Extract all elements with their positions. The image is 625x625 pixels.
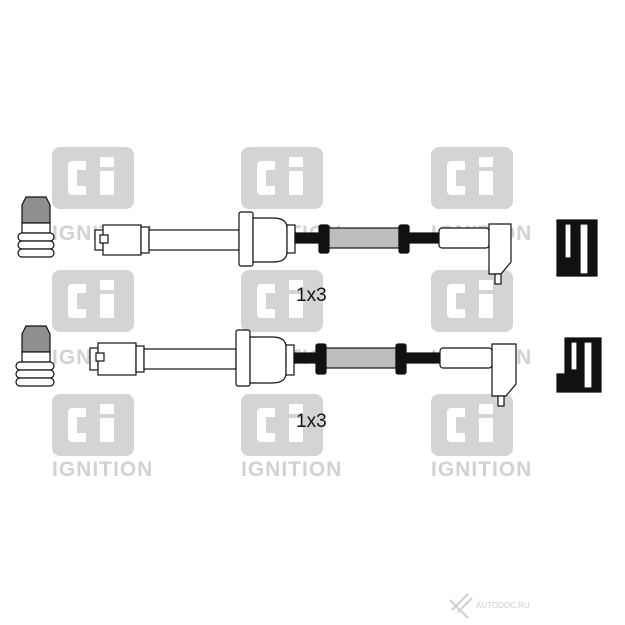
distributor-connector-icon (556, 337, 602, 393)
cross-hatch-logo-icon (449, 593, 473, 619)
ci-logo-icon (52, 394, 134, 456)
ignition-lead-row-1 (17, 196, 598, 285)
corner-watermark-text: AUTODOC.RU (476, 601, 530, 610)
cable-section (294, 224, 440, 254)
watermark-brand: IGNITION (431, 458, 532, 481)
ci-logo-icon (431, 147, 513, 209)
spark-plug-boot (235, 329, 295, 387)
straight-terminal (94, 224, 240, 256)
distributor-connector-icon (556, 219, 598, 277)
angled-boot (439, 343, 517, 407)
ci-logo-icon (241, 147, 323, 209)
ignition-lead-row-2 (15, 325, 602, 407)
straight-terminal (89, 342, 237, 376)
quantity-label: 1x3 (296, 411, 327, 432)
watermark-brand: IGNITION (52, 458, 153, 481)
coil-connector-icon (17, 196, 55, 258)
cable-section (293, 343, 441, 375)
quantity-label: 1x3 (296, 285, 327, 306)
watermark-row-3: IGNITION IGNITION IGNITION (52, 394, 532, 481)
angled-boot (438, 223, 512, 285)
coil-connector-icon (15, 325, 55, 387)
ci-logo-icon (52, 270, 134, 332)
watermark-brand: IGNITION (241, 458, 342, 481)
spark-plug-boot (238, 211, 296, 267)
corner-watermark: AUTODOC.RU (449, 593, 530, 619)
ci-logo-icon (52, 147, 134, 209)
